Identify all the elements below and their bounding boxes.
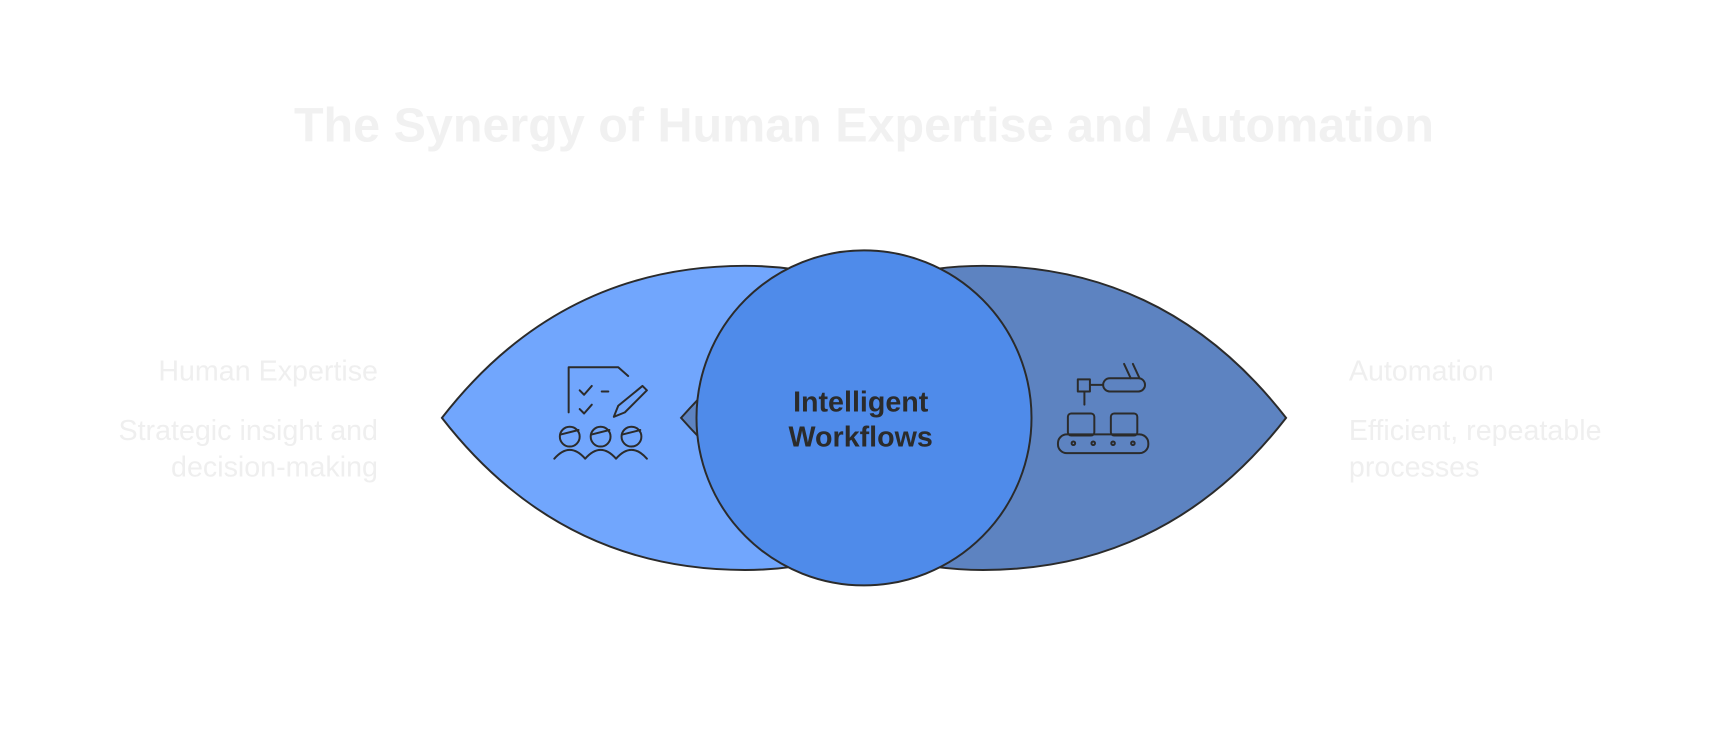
robotic-assembly-line-icon — [1056, 362, 1150, 455]
diagram-title: The Synergy of Human Expertise and Autom… — [294, 98, 1434, 152]
automation-label: Automation — [1349, 355, 1494, 387]
human-expertise-description-line-1: Strategic insight and — [118, 415, 378, 447]
team-checklist-icon — [553, 366, 648, 460]
center-label-line-1: Intelligent — [793, 386, 929, 418]
center-label-line-2: Workflows — [789, 422, 933, 454]
intelligent-workflows-circle — [695, 249, 1033, 587]
human-expertise-label: Human Expertise — [158, 355, 378, 387]
automation-description-line-1: Efficient, repeatable — [1349, 415, 1602, 447]
automation-description-line-2: processes — [1349, 451, 1480, 483]
human-expertise-description-line-2: decision-making — [171, 451, 378, 483]
